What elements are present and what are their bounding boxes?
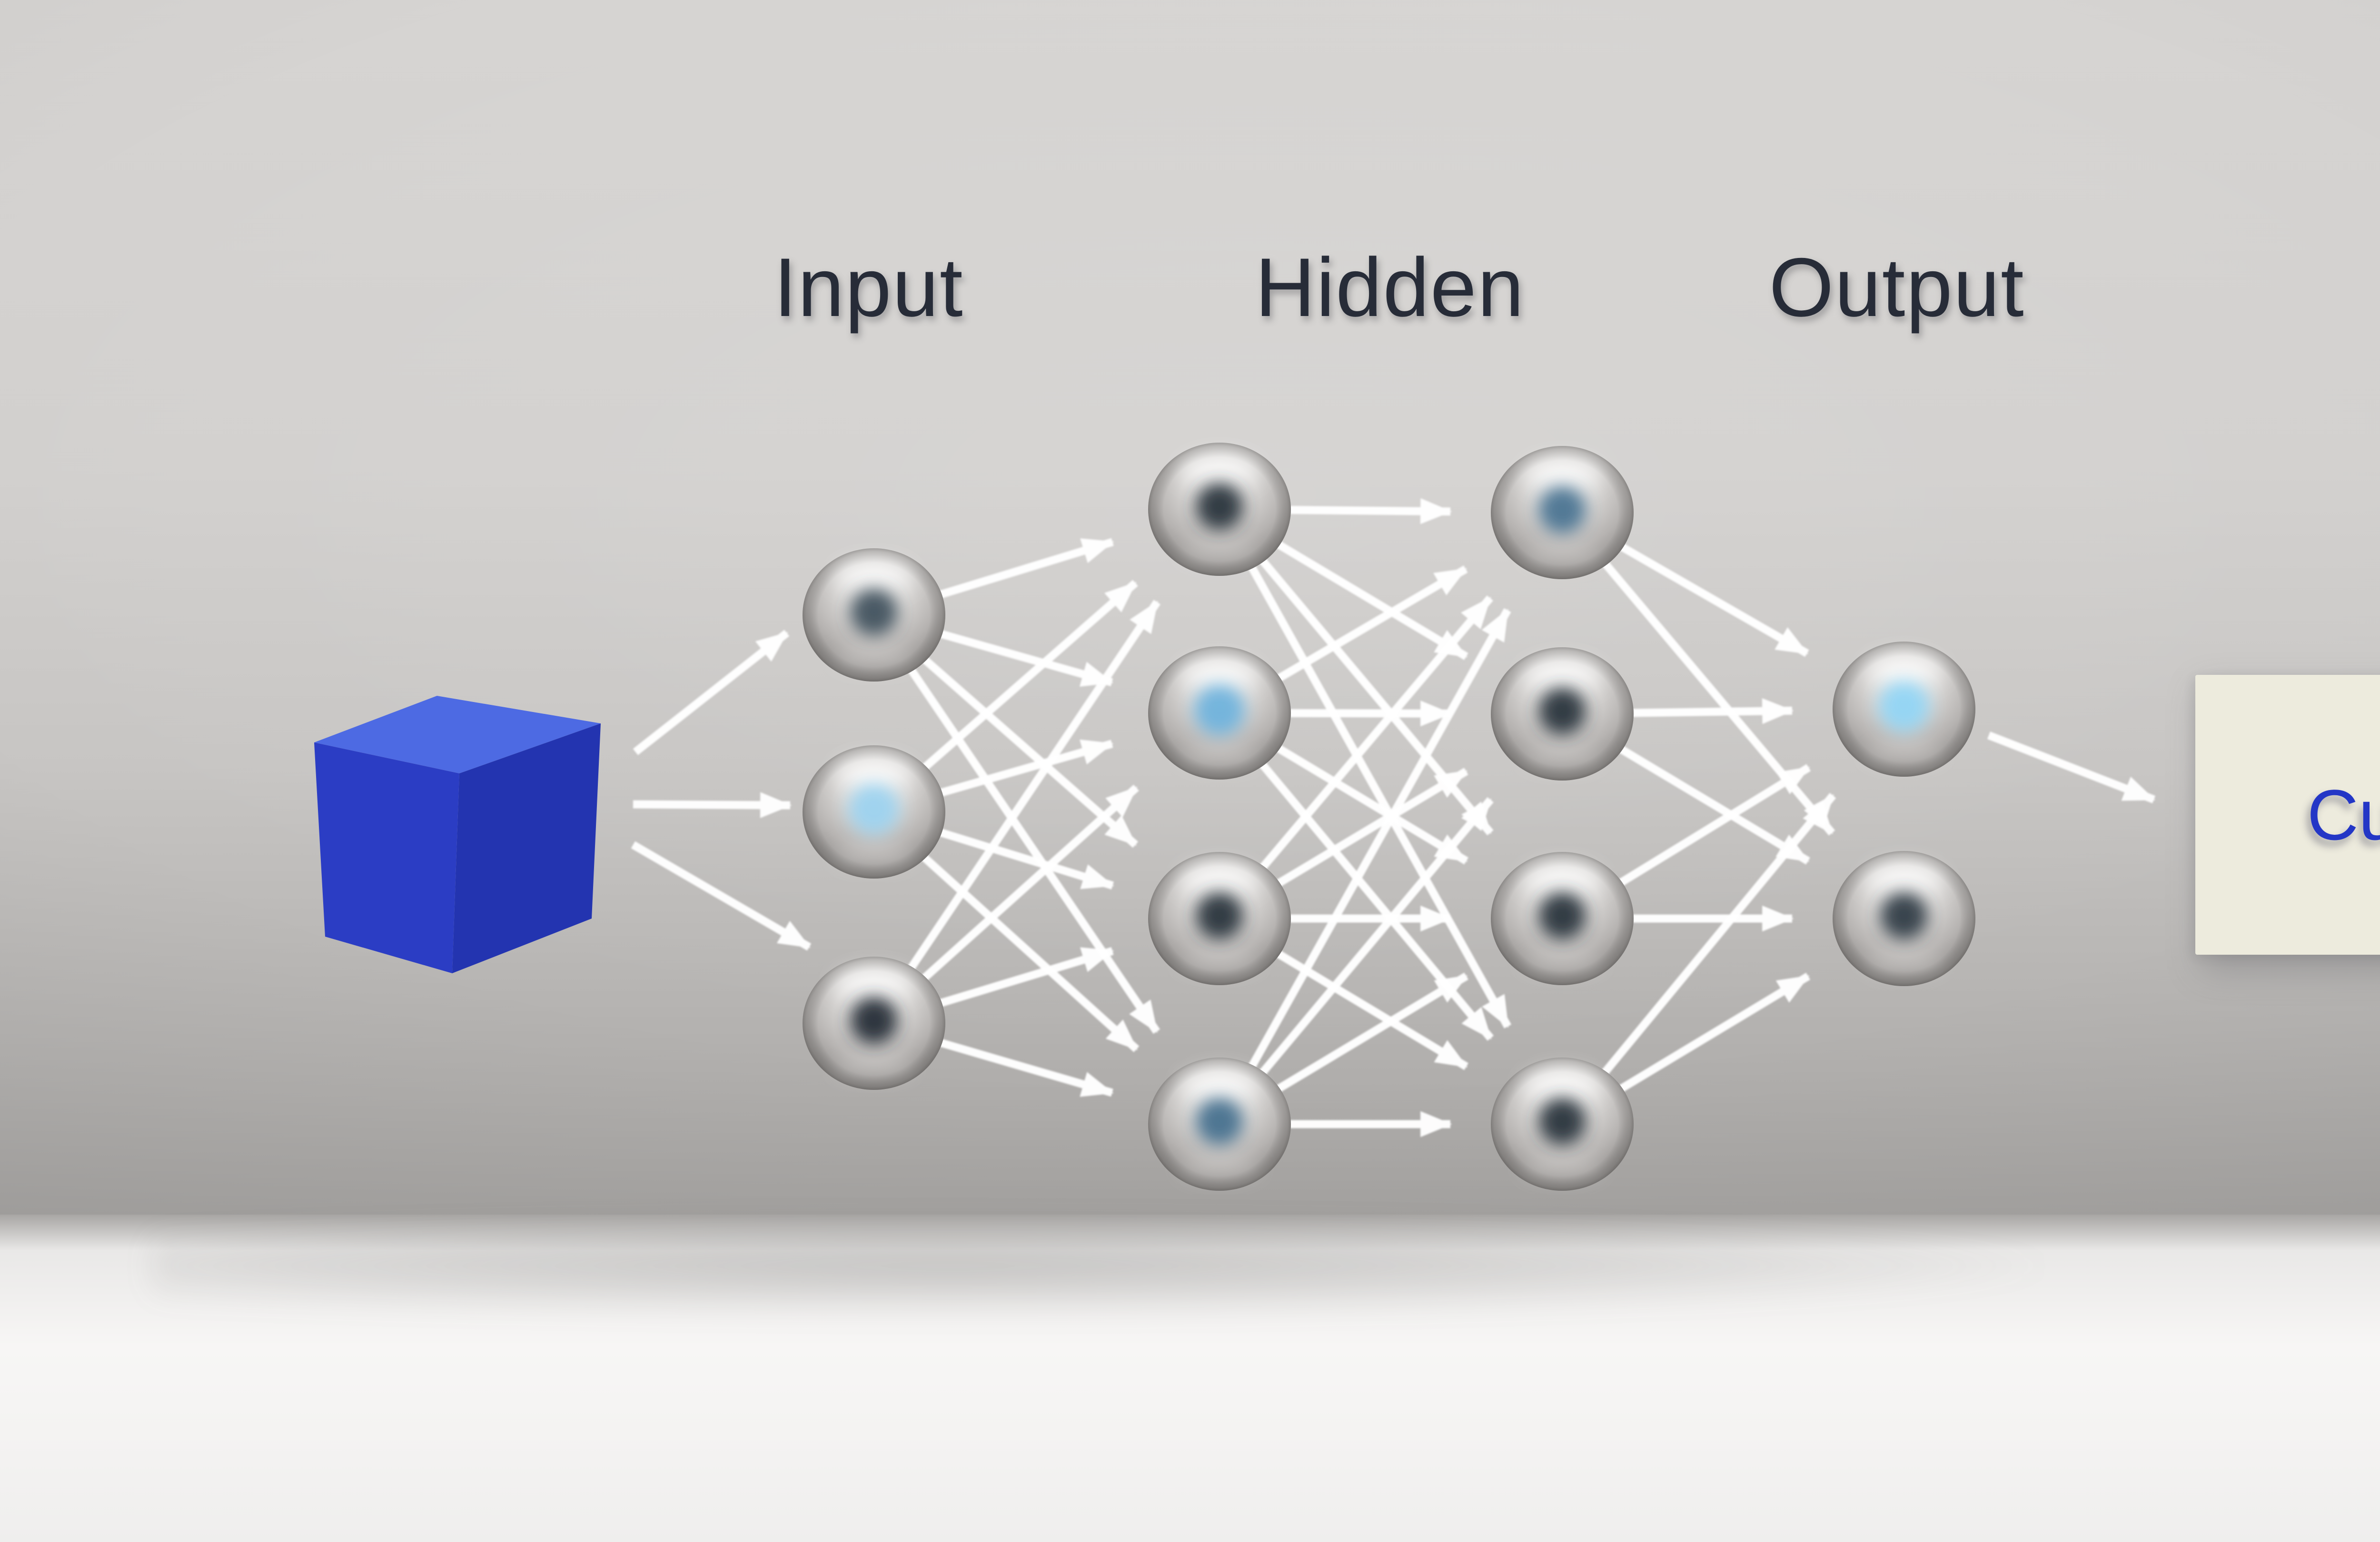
hidden-layer-1-node-1	[1148, 443, 1291, 576]
node-top-highlight	[834, 969, 913, 1001]
node-bottom-sheen	[1178, 1156, 1261, 1180]
hidden-layer-2-node-4	[1491, 1058, 1634, 1191]
node-top-highlight	[1864, 863, 1944, 896]
output-layer-node-1	[1833, 642, 1975, 777]
input-layer-node-3	[803, 957, 945, 1090]
connection-arrow	[1987, 731, 2156, 803]
input-object-cube	[314, 696, 601, 973]
input-layer-node-2	[803, 745, 945, 879]
node-bottom-sheen	[833, 1055, 915, 1079]
node-activation-dot	[1196, 892, 1243, 939]
connection-arrow	[1559, 793, 1836, 1127]
hidden-layer-1-node-3	[1148, 852, 1291, 985]
input-layer-node-1	[803, 548, 945, 682]
hidden-layer-1-node-2	[1148, 646, 1291, 780]
node-top-highlight	[1864, 653, 1944, 686]
connection-arrow	[1216, 608, 1511, 1127]
node-bottom-sheen	[1863, 741, 1945, 766]
wall-background	[0, 0, 2380, 1237]
cube-top-face	[314, 696, 601, 773]
prediction-card: Cube	[2195, 675, 2380, 955]
node-activation-dot	[1194, 684, 1245, 736]
cube-right-face	[452, 723, 601, 973]
node-activation-dot	[850, 997, 898, 1044]
connection-arrow	[870, 600, 1160, 1026]
node-top-highlight	[1523, 1069, 1602, 1102]
node-top-highlight	[834, 757, 913, 790]
node-bottom-sheen	[833, 844, 915, 868]
hidden-layer-2-node-1	[1491, 446, 1634, 579]
connection-arrow	[631, 841, 812, 951]
node-top-highlight	[1180, 658, 1259, 691]
node-top-highlight	[1180, 455, 1259, 487]
connection-arrow	[633, 630, 790, 755]
node-bottom-sheen	[1178, 950, 1261, 975]
node-bottom-sheen	[833, 647, 915, 671]
hidden-layer-2-node-2	[1491, 647, 1634, 781]
floor	[0, 1215, 2380, 1542]
node-activation-dot	[1196, 483, 1243, 530]
node-top-highlight	[1180, 864, 1259, 896]
node-top-highlight	[1523, 659, 1602, 692]
hidden-layer-2-node-3	[1491, 852, 1634, 985]
neuron-nodes	[803, 443, 1975, 1191]
hidden-layer-1-node-4	[1148, 1058, 1291, 1191]
node-activation-dot	[1538, 1097, 1586, 1145]
node-activation-dot	[1196, 1097, 1243, 1145]
connection-arrow	[1216, 797, 1494, 1127]
output-layer-node-2	[1833, 851, 1975, 986]
connection-arrow	[1216, 507, 1512, 1028]
node-activation-dot	[850, 588, 898, 636]
node-activation-dot	[848, 783, 900, 835]
node-bottom-sheen	[1178, 745, 1261, 769]
node-top-highlight	[1180, 1069, 1259, 1102]
node-bottom-sheen	[1863, 951, 1945, 976]
connection-arrow	[1216, 595, 1493, 921]
node-bottom-sheen	[1521, 1156, 1604, 1180]
node-top-highlight	[1523, 864, 1602, 896]
layer-label-input: Input	[774, 241, 964, 334]
node-activation-dot	[1538, 892, 1586, 939]
node-activation-dot	[1538, 687, 1586, 735]
cube-left-face	[314, 742, 459, 973]
scene-shadow	[152, 1218, 2047, 1314]
node-bottom-sheen	[1521, 544, 1604, 569]
node-activation-dot	[1878, 681, 1930, 732]
node-activation-dot	[1538, 486, 1586, 534]
prediction-label: Cube	[2307, 775, 2380, 855]
node-bottom-sheen	[1521, 746, 1604, 770]
node-bottom-sheen	[1521, 950, 1604, 975]
connection-arrow	[633, 792, 792, 818]
node-top-highlight	[1523, 458, 1602, 490]
layer-label-hidden: Hidden	[1255, 241, 1525, 334]
layer-label-output: Output	[1769, 241, 2025, 334]
node-bottom-sheen	[1178, 541, 1261, 565]
node-activation-dot	[1880, 892, 1928, 939]
node-top-highlight	[834, 560, 913, 593]
